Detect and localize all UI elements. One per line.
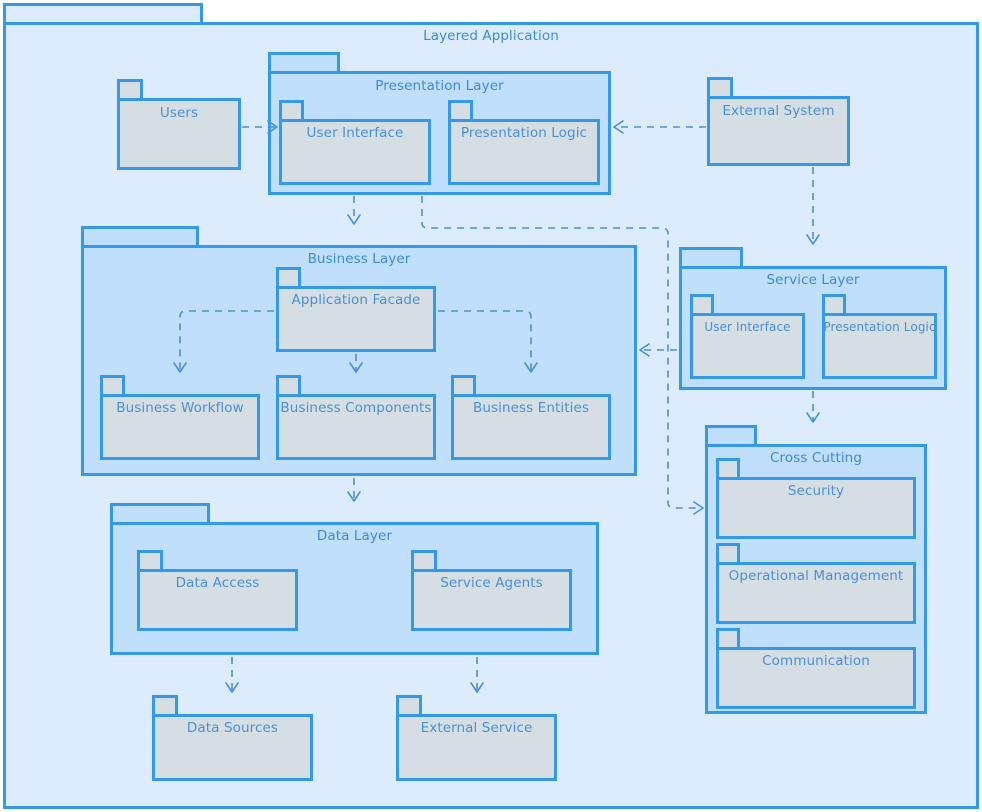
package-label-business-entities: Business Entities: [472, 400, 590, 416]
package-business-workflow[interactable]: Business Workflow: [100, 375, 260, 460]
package-body: [117, 98, 241, 170]
package-label-service-agents: Service Agents: [440, 575, 543, 591]
package-tab: [81, 226, 199, 248]
package-label-data-layer: Data Layer: [316, 528, 393, 544]
package-application-facade[interactable]: Application Facade: [276, 267, 436, 352]
package-label-presentation-layer: Presentation Layer: [375, 78, 504, 94]
package-tab: [276, 375, 301, 397]
package-body: [152, 714, 313, 781]
package-label-presentation-logic: Presentation Logic: [460, 125, 588, 141]
package-tab: [276, 267, 301, 289]
package-label-cross-cutting: Cross Cutting: [769, 450, 863, 466]
package-tab: [705, 425, 757, 447]
package-body: [716, 477, 916, 539]
package-tab: [411, 550, 437, 572]
package-tab: [137, 550, 163, 572]
package-label-business-components: Business Components: [280, 400, 432, 416]
package-presentation-logic[interactable]: Presentation Logic: [448, 100, 600, 185]
package-label-data-sources: Data Sources: [186, 720, 279, 736]
package-user-interface-service[interactable]: User Interface: [690, 294, 805, 379]
package-tab: [396, 695, 422, 717]
package-tab: [3, 3, 203, 25]
package-users[interactable]: Users: [117, 79, 241, 170]
package-tab: [707, 77, 733, 99]
package-label-business-layer: Business Layer: [307, 251, 411, 267]
package-label-external-system: External System: [722, 103, 835, 119]
package-presentation-logic-service[interactable]: Presentation Logic: [822, 294, 937, 379]
package-body: [411, 569, 572, 631]
package-label-presentation-logic: Presentation Logic: [823, 320, 936, 334]
package-body: [276, 394, 436, 460]
package-body: [100, 394, 260, 460]
package-tab: [822, 294, 846, 316]
package-tab: [268, 52, 340, 74]
package-body: [279, 119, 431, 185]
package-security[interactable]: Security: [716, 458, 916, 539]
package-label-layered-application: Layered Application: [423, 28, 559, 44]
package-label-user-interface: User Interface: [704, 320, 791, 334]
package-label-security: Security: [787, 483, 845, 499]
package-business-entities[interactable]: Business Entities: [451, 375, 611, 460]
package-label-users: Users: [159, 105, 199, 121]
package-body: [716, 562, 916, 624]
package-label-operational-management: Operational Management: [728, 568, 904, 584]
package-body: [716, 647, 916, 709]
package-tab: [279, 100, 304, 122]
package-body: [137, 569, 298, 631]
package-label-communication: Communication: [762, 653, 870, 669]
package-body: [396, 714, 557, 781]
package-tab: [716, 628, 740, 650]
package-label-data-access: Data Access: [175, 575, 260, 591]
package-label-business-workflow: Business Workflow: [116, 400, 244, 416]
package-tab: [110, 503, 210, 525]
package-external-service[interactable]: External Service: [396, 695, 557, 781]
package-tab: [117, 79, 143, 101]
package-business-components[interactable]: Business Components: [276, 375, 436, 460]
package-tab: [716, 458, 740, 480]
package-tab: [716, 543, 740, 565]
package-label-user-interface: User Interface: [306, 125, 404, 141]
package-operational-management[interactable]: Operational Management: [716, 543, 916, 624]
package-label-service-layer: Service Layer: [766, 272, 860, 288]
package-data-sources[interactable]: Data Sources: [152, 695, 313, 781]
package-communication[interactable]: Communication: [716, 628, 916, 709]
package-label-application-facade: Application Facade: [291, 292, 421, 308]
package-body: [822, 313, 937, 379]
package-label-external-service: External Service: [420, 720, 533, 736]
package-data-access[interactable]: Data Access: [137, 550, 298, 631]
package-external-system[interactable]: External System: [707, 77, 850, 166]
package-user-interface-presentation[interactable]: User Interface: [279, 100, 431, 185]
package-body: [707, 96, 850, 166]
package-tab: [448, 100, 473, 122]
package-body: [448, 119, 600, 185]
package-tab: [152, 695, 178, 717]
package-tab: [100, 375, 125, 397]
package-service-agents[interactable]: Service Agents: [411, 550, 572, 631]
